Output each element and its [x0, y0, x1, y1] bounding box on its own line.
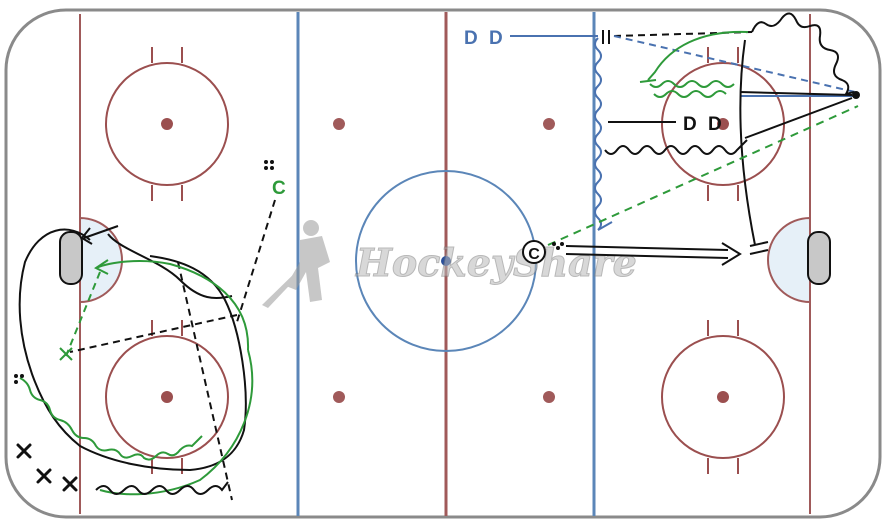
double-arrow-skate	[565, 242, 742, 266]
center-faceoff-dot	[441, 256, 451, 266]
black-wavy-skate-mid	[604, 139, 748, 155]
black-vertical-skate-right	[739, 39, 756, 246]
net-right	[807, 231, 831, 285]
skater-silhouette-icon	[262, 220, 330, 308]
puck-dots-left	[14, 374, 24, 384]
puck-dots	[552, 242, 564, 250]
green-leader	[639, 79, 657, 83]
crease-right	[767, 216, 811, 304]
green-solid-path-left	[95, 260, 250, 351]
black-wavy-skate-bottom	[95, 481, 229, 495]
black-dashed-vertical	[177, 261, 233, 501]
blue-dashed-line	[613, 35, 856, 93]
puck-dot	[852, 91, 860, 99]
green-x-mark	[59, 347, 73, 361]
neutral-dot	[543, 391, 555, 403]
black-dashed-pass-left-2	[69, 314, 238, 353]
black-arrow-left-net	[80, 225, 119, 245]
net-left	[59, 231, 83, 285]
black-skate-line	[744, 97, 853, 139]
faceoff-circle-right-bottom	[661, 320, 785, 474]
player-x-1	[16, 443, 32, 459]
green-dashed-pass-long	[547, 105, 859, 246]
black-solid-loop-left	[18, 228, 247, 472]
black-dashed-pass-left	[236, 199, 276, 323]
faceoff-dot	[717, 391, 729, 403]
green-wavy-top-right-2	[653, 90, 727, 98]
green-curve-left-lower	[99, 349, 254, 496]
coach-label: C	[272, 178, 286, 199]
watermark-text: HockeyShare	[355, 240, 637, 285]
black-line-into-zone	[107, 233, 233, 299]
faceoff-dot	[717, 118, 729, 130]
player-x-3	[62, 476, 78, 492]
neutral-dot	[543, 118, 555, 130]
green-dashed-pass-left	[65, 271, 101, 357]
defense-pair-label-mid: D D	[683, 114, 725, 135]
faceoff-circle-right-top	[661, 47, 785, 201]
faceoff-dot	[161, 118, 173, 130]
hockeyshare-watermark: HockeyShare	[262, 220, 637, 308]
neutral-dot	[333, 118, 345, 130]
green-curve-top-right	[647, 30, 749, 81]
coach-dots	[264, 160, 274, 170]
defense-pair-label-top: D D	[464, 28, 506, 49]
circled-c-letter: C	[528, 246, 540, 263]
green-arrow-head	[94, 259, 109, 275]
black-diag-top	[739, 91, 853, 96]
start-tick-marks	[602, 30, 610, 44]
player-x-2	[36, 468, 52, 484]
faceoff-circle-left-top	[105, 47, 229, 201]
blue-tail	[597, 221, 613, 231]
green-wavy-top-right	[649, 80, 735, 88]
green-wavy-skate-left	[19, 377, 203, 461]
faceoff-circle-left-bottom	[105, 320, 229, 474]
player-x-marks	[16, 443, 78, 492]
stop-marks-right	[749, 241, 769, 255]
black-wavy-loop-top-right	[751, 12, 855, 96]
circled-c-marker: C	[522, 240, 546, 264]
blue-wavy-skate-path	[594, 37, 602, 231]
faceoff-dot	[161, 391, 173, 403]
neutral-dot	[333, 391, 345, 403]
